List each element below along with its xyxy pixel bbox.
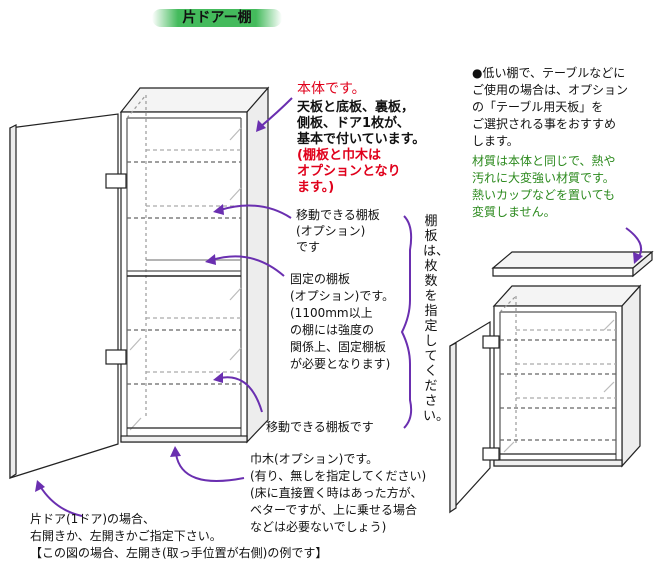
material-note-line-4: 変質しません。	[472, 205, 556, 219]
shelf-count-note: 棚板は、枚数を指定してください。	[423, 214, 450, 424]
baseboard-line-2: (有り、無しを指定してください)	[250, 469, 427, 483]
material-note-line-2: 汚れに大変強い材質です。	[472, 171, 615, 185]
annotation-arrows	[35, 97, 643, 517]
baseboard-line-4: ベターですが、上に乗せる場合	[250, 503, 418, 517]
table-top-board	[491, 250, 654, 278]
shelf-count-bracket	[400, 215, 413, 429]
baseboard-line-5: などは必要ないでしょう)	[250, 520, 387, 534]
baseboard-line-3: (床に直接置く時はあった方が、	[250, 486, 423, 500]
body-note-line-1: (棚板と巾木は	[297, 148, 381, 163]
fixed-shelf-line-4: の棚には強度の	[290, 323, 375, 337]
movable-shelf-1-line-1: 移動できる棚板	[296, 208, 380, 222]
fixed-shelf-line-6: が必要となります)	[290, 357, 391, 371]
title-banner-gradient	[152, 9, 282, 27]
low-cabinet-door	[449, 320, 500, 514]
low-intro-line-2: ご使用の場合は、オプション	[472, 83, 629, 97]
title-banner: 片ドアー棚	[152, 6, 282, 30]
fixed-shelf-line-2: (オプション)です。	[290, 289, 395, 303]
fixed-shelf-line-1: 固定の棚板	[290, 272, 351, 286]
door-note-line-3: 【この図の場合、左開き(取っ手位置が右側)の例です】	[30, 546, 328, 560]
material-note-line-3: 熱いカップなどを置いても	[472, 188, 616, 202]
main-cabinet	[119, 86, 270, 444]
body-heading: 本体です。	[297, 81, 366, 97]
low-cabinet	[492, 284, 642, 468]
arrow-movable-shelf-1	[219, 204, 292, 219]
fixed-shelf-line-5: 関係上、固定棚板	[290, 340, 387, 354]
body-note-line-2: オプションとなり	[297, 164, 401, 179]
body-note-line-3: ます。)	[297, 180, 335, 195]
movable-shelf-1-line-3: です	[296, 240, 321, 254]
arrow-baseboard	[175, 453, 245, 482]
body-desc-line-2: 側板、ドア1枚が、	[297, 116, 410, 131]
body-desc-line-1: 天板と底板、裏板，	[297, 100, 415, 115]
low-intro-line-1: ●低い棚で、テーブルなどに	[472, 66, 625, 82]
fixed-shelf-line-3: (1100mm以上	[290, 306, 373, 320]
door-note-line-1: 片ドア(1ドア)の場合、	[30, 512, 155, 526]
body-desc-line-3: 基本で付いています。	[297, 132, 426, 147]
arrow-movable-shelf-2	[219, 376, 263, 413]
low-intro-line-1-text: ●低い棚で、テーブルなどに	[472, 66, 626, 80]
door-note-line-2: 右開きか、左開きかご指定下さい。	[30, 529, 222, 543]
movable-shelf-1-line-2: (オプション)	[296, 224, 366, 238]
arrow-fixed-shelf	[211, 255, 285, 277]
main-cabinet-door	[9, 113, 127, 480]
arrow-door	[39, 485, 83, 517]
low-intro-line-5: します。	[472, 134, 519, 148]
baseboard-line-1: 巾木(オプション)です。	[250, 452, 379, 466]
material-note-line-1: 材質は本体と同じで、熱や	[472, 154, 616, 168]
movable-shelf-2-label: 移動できる棚板です	[266, 420, 374, 434]
low-intro-line-4: ご選択される事をおすすめ	[472, 117, 617, 131]
low-intro-line-3: の「テーブル用天板」を	[472, 100, 604, 114]
page-title: 片ドアー棚	[182, 10, 252, 26]
